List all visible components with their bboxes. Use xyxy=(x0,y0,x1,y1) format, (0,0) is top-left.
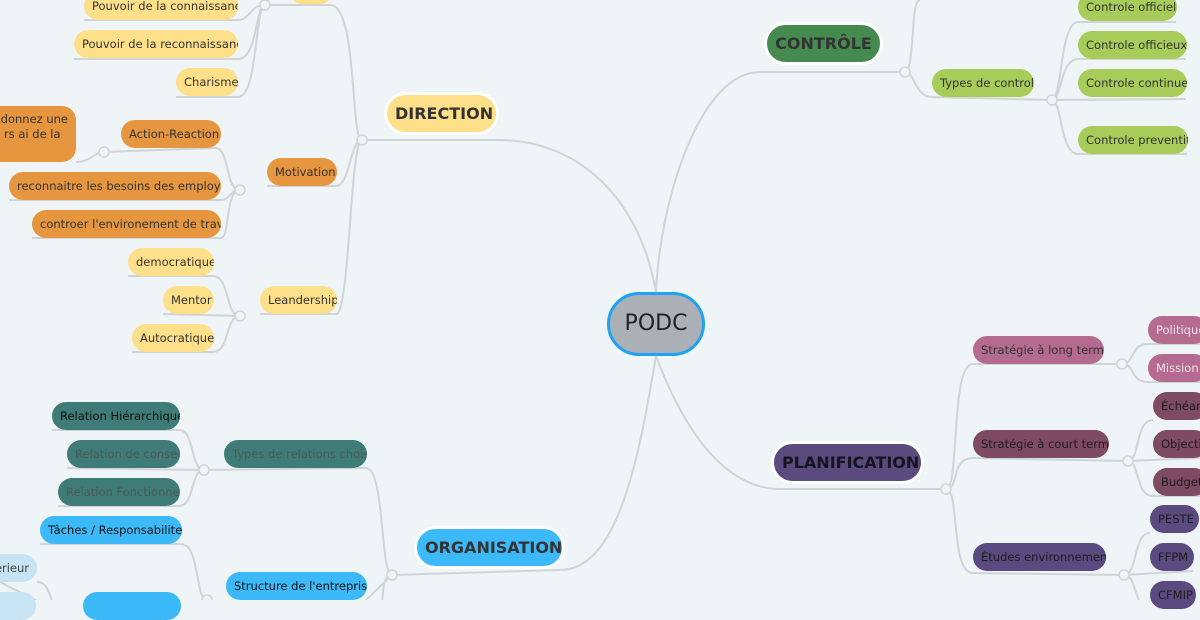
note-line: rs ai de la xyxy=(4,127,61,141)
node-organisation[interactable]: ORGANISATION xyxy=(414,526,565,569)
node-direction[interactable]: DIRECTION xyxy=(384,92,499,135)
node-controle-continue[interactable]: Controle continue xyxy=(1078,69,1187,97)
node-democratique[interactable]: democratique xyxy=(128,248,214,276)
node-types-control[interactable]: Types de control xyxy=(932,69,1034,97)
node-controle-preventif[interactable]: Controle preventif xyxy=(1078,126,1188,154)
node-strategie-court-terme[interactable]: Stratégie à court terme xyxy=(973,430,1109,458)
node-autocratique[interactable]: Autocratique xyxy=(132,324,214,352)
node-controle-officieux[interactable]: Controle officieux xyxy=(1078,31,1187,59)
node-relation-fonctionnel[interactable]: Relation Fonctionnel xyxy=(58,478,180,506)
junction-circles xyxy=(98,0,1134,600)
node-action-reaction[interactable]: Action-Reaction xyxy=(121,120,221,148)
node-politique[interactable]: Politique xyxy=(1148,316,1200,344)
node-pouvoir-connaissance[interactable]: Pouvoir de la connaissance xyxy=(84,0,238,20)
node-echeance[interactable]: Échéan xyxy=(1153,392,1200,420)
node-planification[interactable]: PLANIFICATION xyxy=(771,441,924,484)
node-strategie-long-terme[interactable]: Stratégie à long terme xyxy=(973,336,1104,364)
node-etudes-environnement[interactable]: Études environnement xyxy=(973,543,1106,571)
node-reconnaitre-besoins[interactable]: reconnaitre les besoins des employers xyxy=(9,172,221,200)
node-charisme[interactable]: Charisme xyxy=(176,68,238,96)
node-mentor[interactable]: Mentor xyxy=(163,286,214,314)
root-node-podc[interactable]: PODC xyxy=(607,292,705,356)
node-controer-environement[interactable]: controer l'environement de travail xyxy=(32,210,221,238)
node-peste[interactable]: PESTE xyxy=(1150,505,1199,533)
node-structure-child-partial[interactable] xyxy=(83,592,181,620)
node-pouvoir-reconnaissance[interactable]: Pouvoir de la reconnaissance xyxy=(74,30,238,58)
node-leadership[interactable]: Leandership xyxy=(260,286,337,314)
node-motivation[interactable]: Motivation xyxy=(267,158,337,186)
node-taches-responsabiliter[interactable]: Tâches / Responsabiliter xyxy=(40,516,182,544)
node-objectif[interactable]: Objecti xyxy=(1153,430,1200,458)
node-pouvoir-partial[interactable] xyxy=(290,0,332,4)
node-relation-conseil[interactable]: Relation de conseil xyxy=(67,440,180,468)
node-cfmip[interactable]: CFMIP xyxy=(1150,581,1196,609)
node-structure-sub-partial[interactable] xyxy=(0,592,36,620)
node-controle-officiel[interactable]: Controle officiel xyxy=(1078,0,1177,21)
node-relation-hierarchique[interactable]: Relation Hiérarchique xyxy=(52,402,180,430)
node-ffpm[interactable]: FFPM xyxy=(1150,543,1194,571)
node-mission[interactable]: Mission xyxy=(1148,354,1200,382)
node-structure-entreprise[interactable]: Structure de l'entreprise xyxy=(226,572,367,600)
node-budget[interactable]: Budget xyxy=(1153,468,1200,496)
node-types-relations[interactable]: Types de relations choisi xyxy=(224,440,367,468)
note-line: u donnez une xyxy=(0,112,68,126)
node-controle[interactable]: CONTRÔLE xyxy=(764,22,883,65)
